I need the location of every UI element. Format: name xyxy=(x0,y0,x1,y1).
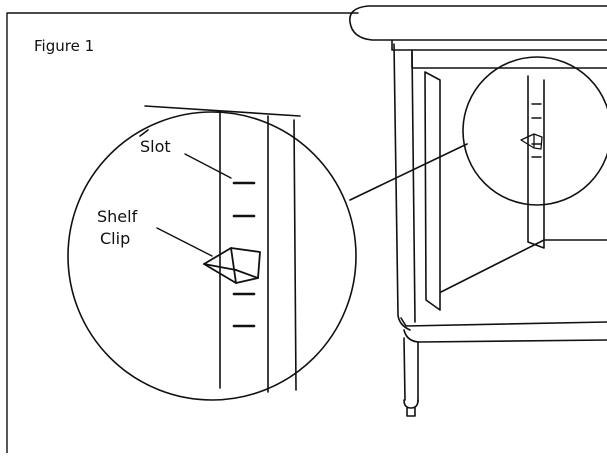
small-shelf-clip xyxy=(520,133,543,150)
bullet-foot xyxy=(403,399,419,417)
front-leg-left xyxy=(393,43,411,331)
clip-leader-line xyxy=(156,227,213,257)
lower-shelf-top xyxy=(440,239,607,293)
detail-upright-back xyxy=(293,119,297,391)
tabletop-bottom-lip xyxy=(391,39,607,51)
zoom-circle-large xyxy=(67,111,357,401)
slot-leader-line xyxy=(184,153,232,179)
front-leg-inner xyxy=(424,71,441,311)
zoom-connector-line xyxy=(349,143,468,201)
front-leg-right xyxy=(411,49,416,323)
figure-title: Figure 1 xyxy=(34,37,94,55)
shelf-clip-label-line2: Clip xyxy=(100,229,130,248)
detail-shelf-clip xyxy=(203,247,261,284)
lower-shelf-edge xyxy=(403,329,607,343)
lower-shelf-front xyxy=(400,317,607,327)
detail-slots xyxy=(232,181,256,328)
zoom-circle-small xyxy=(462,56,607,206)
rear-leg xyxy=(527,75,545,249)
detail-underside xyxy=(139,105,301,137)
tabletop-edge xyxy=(349,5,607,41)
figure-border xyxy=(6,12,359,454)
lower-leg xyxy=(403,337,419,403)
front-apron xyxy=(411,51,607,69)
shelf-clip-label-line1: Shelf xyxy=(97,207,138,226)
slot-label: Slot xyxy=(140,137,171,156)
detail-callout: Slot Shelf Clip xyxy=(67,105,357,401)
table-illustration xyxy=(349,5,607,417)
